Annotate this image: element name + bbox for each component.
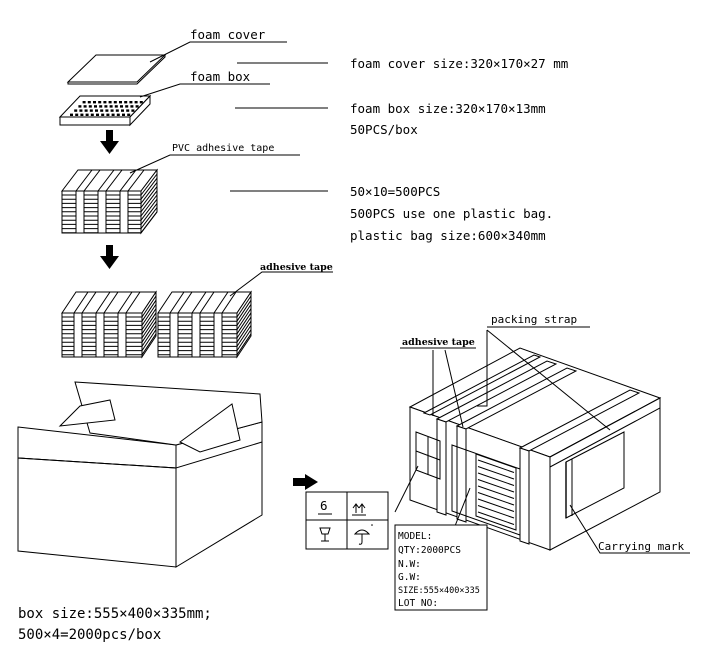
open-carton [17,381,263,568]
spec-bag-size: plastic bag size:600×340mm [350,228,546,243]
spec-cover-size: foam cover size:320×170×27 mm [350,56,568,71]
this-way-up-icon [352,503,366,516]
carrying-mark-label: Carrying mark [598,540,684,553]
info-lot: LOT NO: [398,598,438,609]
pvc-tape-label: PVC adhesive tape [172,143,274,154]
info-qty: QTY:2000PCS [398,545,461,556]
info-gw: G.W: [398,572,421,583]
carton-info-box: MODEL: QTY:2000PCS N.W: G.W: SIZE:555×40… [394,524,488,611]
handling-marks: 6 [305,491,389,550]
packing-strap-label: packing strap [491,313,577,326]
spec-box-size: foam box size:320×170×13mm [350,101,546,116]
double-bundle [61,290,252,359]
arrow-down-icon [100,130,119,154]
spec-calc: 50×10=500PCS [350,184,440,199]
carton-size-line: box size:555×400×335mm; [18,606,212,622]
spec-box-qty: 50PCS/box [350,122,418,137]
adhesive-tape-label: adhesive tape [260,262,333,273]
stack-limit-mark: 6 [320,498,328,513]
foam-box-drawing [58,94,152,127]
fragile-icon [319,527,331,542]
info-model: MODEL: [398,531,432,542]
closed-carton [408,347,662,551]
info-size: SIZE:555×400×335 [398,586,480,596]
keep-dry-icon [353,524,373,545]
foam-box-label: foam box [190,69,251,84]
carton-adhesive-tape-label: adhesive tape [402,337,475,348]
foam-cover-label: foam cover [190,27,266,42]
taped-bundle [60,168,159,235]
carton-qty-line: 500×4=2000pcs/box [18,627,161,643]
foam-cover-drawing [66,54,167,85]
arrow-down-icon [100,245,119,269]
info-nw: N.W: [398,559,421,570]
spec-bag-use: 500PCS use one plastic bag. [350,206,553,221]
arrow-right-icon [293,474,318,490]
